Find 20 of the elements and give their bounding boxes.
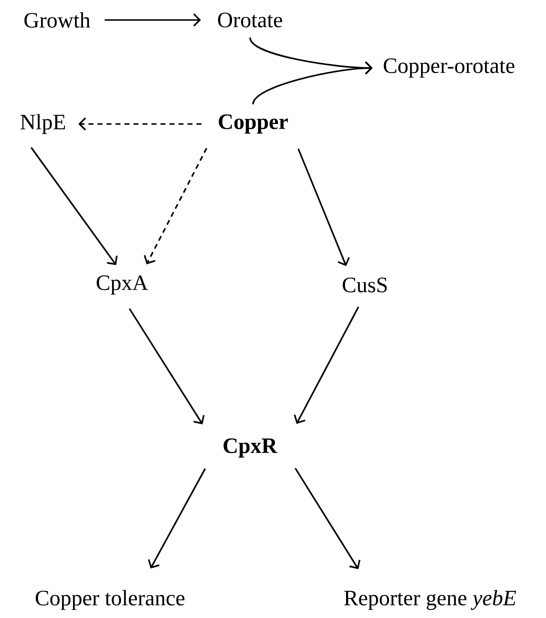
arrow [252, 61, 373, 104]
arrow [294, 306, 360, 424]
arrow [148, 468, 206, 569]
arrow [144, 148, 208, 264]
node-label: Copper [218, 114, 288, 134]
node-label: Copper-orotate [384, 58, 514, 78]
node-label: NlpE [20, 114, 66, 134]
node-label: Copper tolerance [36, 590, 184, 610]
node-label: Reporter gene yebE [344, 590, 516, 610]
node-label: CusS [342, 278, 387, 292]
arrow [294, 468, 360, 570]
node-label: CpxR [224, 438, 278, 458]
arrow [298, 148, 350, 266]
node-label: Orotate [218, 12, 282, 28]
arrow [104, 13, 201, 27]
node-label: Growth [24, 12, 90, 28]
arrow [128, 308, 205, 424]
arrow [30, 147, 118, 266]
arrow [78, 117, 202, 131]
node-label: CpxA [96, 275, 148, 295]
